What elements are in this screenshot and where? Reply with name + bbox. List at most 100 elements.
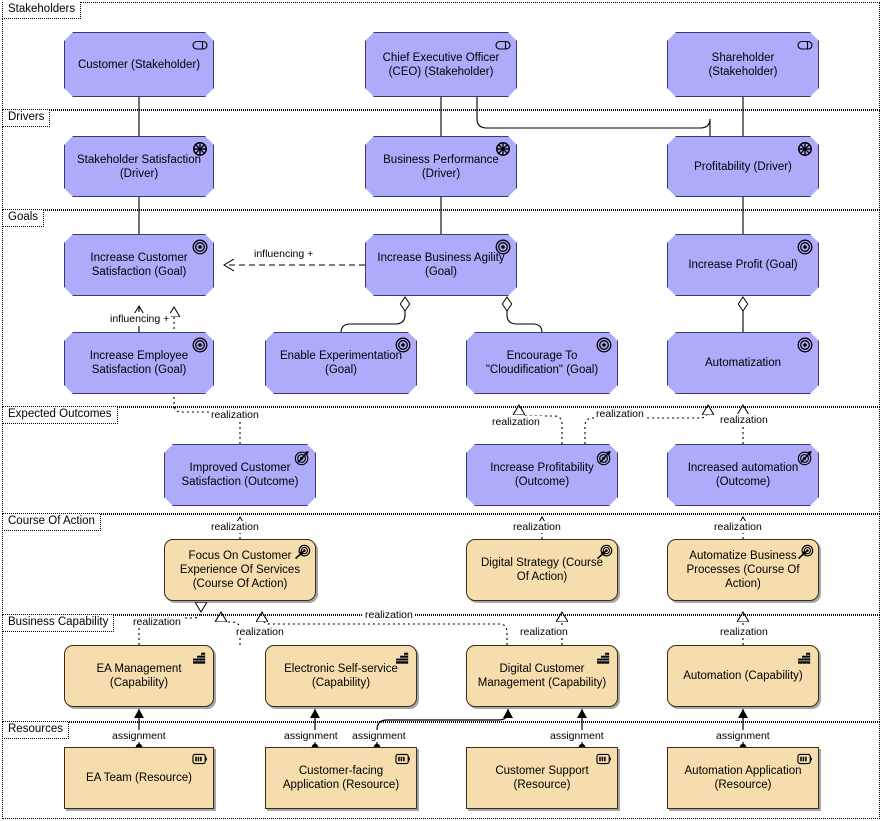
aggregation-edges [340, 296, 749, 334]
course-of-action-automatize-business-processes[interactable]: Automatize Business Processes (Course Of… [667, 539, 819, 601]
goal-increase-profit[interactable]: Increase Profit (Goal) [667, 234, 819, 296]
resource-ea-team-label: EA Team (Resource) [86, 772, 192, 784]
stakeholder-ceo[interactable]: Chief Executive Officer (CEO) (Stakehold… [365, 32, 517, 97]
goal-increase-employee-satisfaction-label: Increase Employee Satisfaction (Goal) [89, 350, 189, 376]
goal-increase-business-agility[interactable]: Increase Business Agility (Goal) [365, 234, 517, 296]
edge-label-influencing+: influencing + [252, 248, 316, 260]
association-edges [138, 97, 744, 234]
stakeholder-icon [495, 37, 511, 53]
edge-label-realization: realization [518, 626, 570, 638]
capability-icon [192, 650, 208, 666]
course-of-action-icon [596, 544, 613, 560]
resource-automation-application[interactable]: Automation Application (Resource) [667, 747, 819, 809]
stakeholder-icon [797, 37, 813, 53]
stakeholder-shareholder[interactable]: Shareholder (Stakeholder) [667, 32, 819, 97]
resource-icon [192, 752, 208, 768]
layer-band-coa [2, 514, 880, 615]
outcome-increased-automation-label: Increased automation (Outcome) [687, 462, 799, 488]
layer-band-outcomes [2, 407, 880, 514]
edge-label-assignment: assignment [110, 730, 168, 742]
outcome-increased-automation[interactable]: Increased automation (Outcome) [667, 444, 819, 506]
resource-icon [395, 752, 411, 768]
layer-band-goals [2, 210, 880, 407]
edge-label-realization: realization [234, 626, 286, 638]
layer-label-resources: Resources [2, 722, 69, 739]
course-of-action-digital-strategy-label: Digital Strategy (Course Of Action) [480, 557, 604, 583]
capability-electronic-self-service-label: Electronic Self-service (Capability) [284, 663, 398, 689]
course-of-action-icon [797, 544, 814, 560]
goal-encourage-cloudification[interactable]: Encourage To "Cloudification" (Goal) [466, 332, 618, 394]
capability-digital-customer-management-label: Digital Customer Management (Capability) [477, 663, 607, 689]
outcome-increase-profitability-label: Increase Profitability (Outcome) [490, 462, 594, 488]
driver-business-performance[interactable]: Business Performance (Driver) [365, 136, 517, 197]
edge-label-realization: realization [131, 616, 183, 628]
edge-label-assignment: assignment [282, 730, 340, 742]
goal-icon [192, 337, 208, 353]
driver-business-performance-label: Business Performance (Driver) [383, 153, 499, 180]
capability-ea-management[interactable]: EA Management (Capability) [64, 645, 214, 707]
layer-band-stakeholders [2, 2, 880, 110]
layer-label-outcomes: Expected Outcomes [2, 407, 118, 424]
resource-ea-team[interactable]: EA Team (Resource) [64, 747, 214, 809]
goal-increase-business-agility-label: Increase Business Agility (Goal) [377, 252, 505, 278]
driver-stakeholder-satisfaction-label: Stakeholder Satisfaction (Driver) [76, 153, 202, 180]
layer-band-drivers [2, 110, 880, 210]
driver-profitability[interactable]: Profitability (Driver) [667, 136, 819, 197]
goal-increase-profit-label: Increase Profit (Goal) [688, 259, 798, 271]
capability-electronic-self-service[interactable]: Electronic Self-service (Capability) [265, 645, 417, 707]
course-of-action-focus-customer-experience-label: Focus On Customer Experience Of Services… [179, 550, 301, 590]
edge-label-influencing+: influencing + [108, 313, 172, 325]
capability-automation[interactable]: Automation (Capability) [667, 645, 819, 707]
driver-icon [797, 141, 813, 157]
edge-label-realization: realization [209, 409, 261, 421]
layer-label-stakeholders: Stakeholders [2, 2, 82, 19]
driver-icon [192, 141, 208, 157]
stakeholder-customer[interactable]: Customer (Stakeholder) [64, 32, 214, 97]
resource-customer-facing-application-label: Customer-facing Application (Resource) [282, 765, 400, 791]
resource-customer-support[interactable]: Customer Support (Resource) [466, 747, 618, 809]
outcome-icon [596, 449, 612, 465]
resource-automation-application-label: Automation Application (Resource) [684, 765, 802, 791]
course-of-action-digital-strategy[interactable]: Digital Strategy (Course Of Action) [466, 539, 618, 601]
capability-icon [395, 650, 411, 666]
edge-label-assignment: assignment [548, 730, 606, 742]
goal-icon [495, 239, 511, 255]
goal-increase-customer-satisfaction[interactable]: Increase Customer Satisfaction (Goal) [64, 234, 214, 296]
capability-icon [596, 650, 612, 666]
resource-icon [596, 752, 612, 768]
edge-label-realization: realization [594, 408, 646, 420]
edge-label-realization: realization [363, 609, 415, 621]
stakeholder-customer-label: Customer (Stakeholder) [77, 58, 201, 71]
course-of-action-focus-customer-experience[interactable]: Focus On Customer Experience Of Services… [164, 539, 316, 601]
outcome-icon [797, 449, 813, 465]
edge-label-realization: realization [490, 416, 542, 428]
capability-digital-customer-management[interactable]: Digital Customer Management (Capability) [466, 645, 618, 707]
goal-icon [192, 239, 208, 255]
goal-enable-experimentation[interactable]: Enable Experimentation (Goal) [265, 332, 417, 394]
stakeholder-icon [192, 37, 208, 53]
edge-label-realization: realization [209, 521, 261, 533]
edge-label-realization: realization [511, 521, 563, 533]
stakeholder-shareholder-label: Shareholder (Stakeholder) [708, 51, 778, 78]
goal-enable-experimentation-label: Enable Experimentation (Goal) [279, 350, 403, 376]
layer-label-drivers: Drivers [2, 110, 51, 127]
edge-label-realization: realization [712, 521, 764, 533]
resource-customer-facing-application[interactable]: Customer-facing Application (Resource) [265, 747, 417, 809]
driver-icon [495, 141, 511, 157]
edge-label-assignment: assignment [714, 730, 772, 742]
capability-icon [797, 650, 813, 666]
capability-ea-management-label: EA Management (Capability) [96, 663, 182, 689]
goal-icon [395, 337, 411, 353]
layer-band-capability [2, 615, 880, 722]
goal-increase-customer-satisfaction-label: Increase Customer Satisfaction (Goal) [90, 252, 188, 278]
outcome-improved-customer-satisfaction-label: Improved Customer Satisfaction (Outcome) [181, 462, 299, 488]
goal-icon [797, 337, 813, 353]
outcome-icon [294, 449, 310, 465]
outcome-improved-customer-satisfaction[interactable]: Improved Customer Satisfaction (Outcome) [164, 444, 316, 506]
driver-stakeholder-satisfaction[interactable]: Stakeholder Satisfaction (Driver) [64, 136, 214, 197]
goal-increase-employee-satisfaction[interactable]: Increase Employee Satisfaction (Goal) [64, 332, 214, 394]
goal-automatization[interactable]: Automatization [667, 332, 819, 394]
edge-label-assignment: assignment [350, 730, 408, 742]
outcome-increase-profitability[interactable]: Increase Profitability (Outcome) [466, 444, 618, 506]
layer-label-capability: Business Capability [2, 615, 115, 632]
